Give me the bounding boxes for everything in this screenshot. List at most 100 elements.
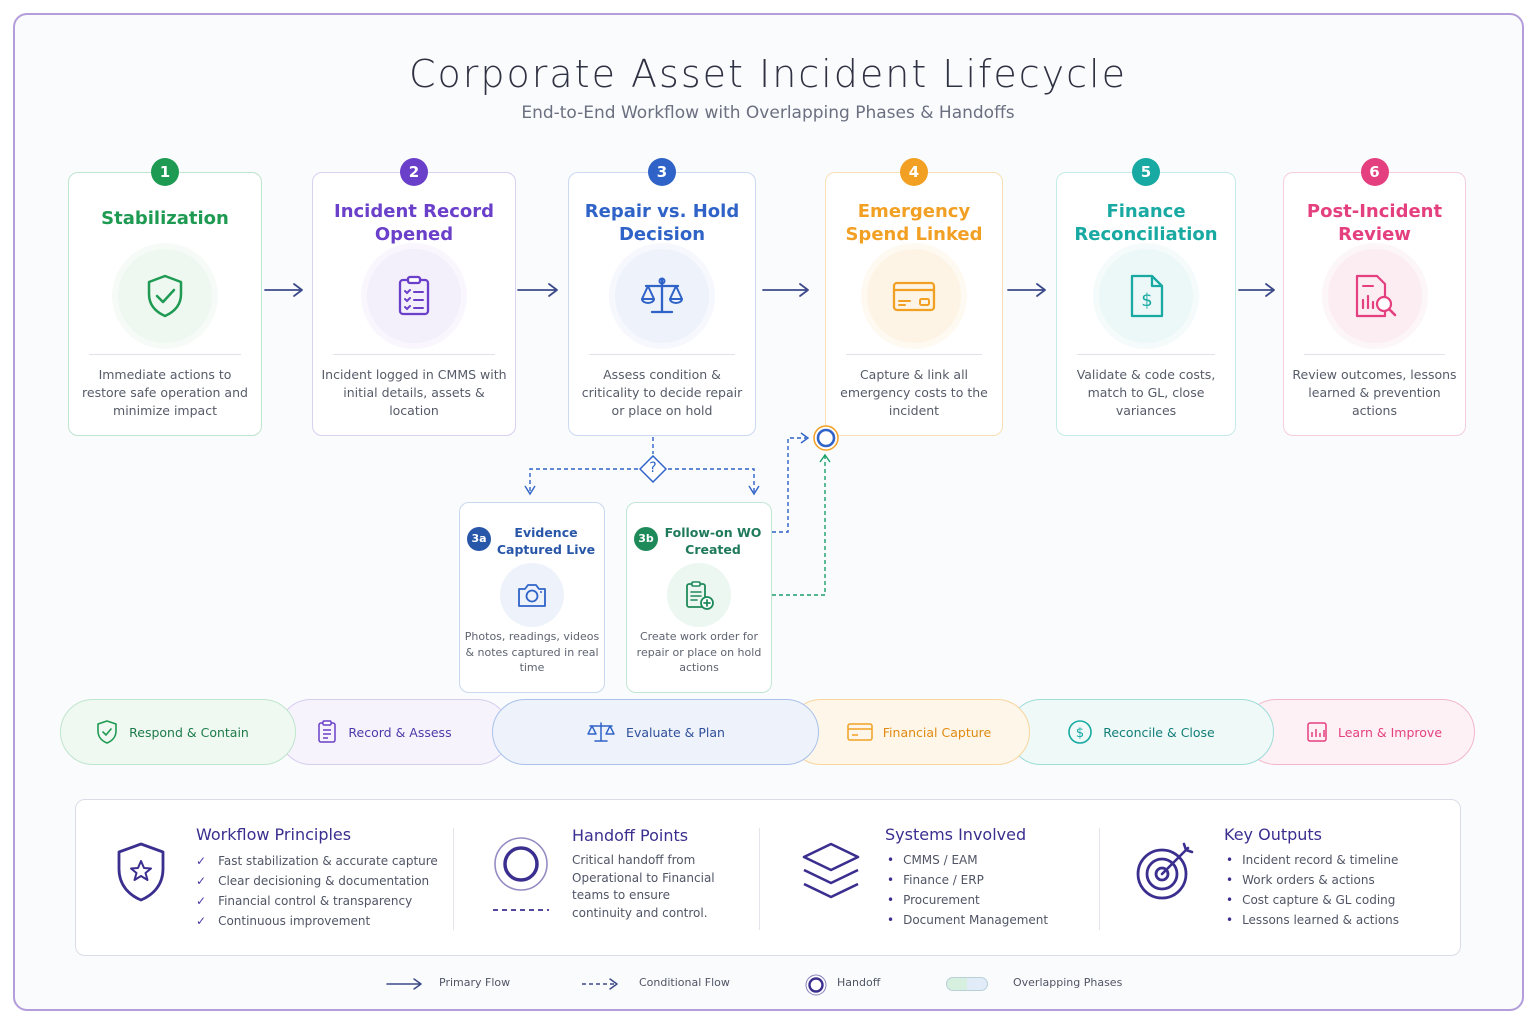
- phase-card-repair-decision: 3 Repair vs. Hold Decision Assess condit…: [568, 158, 756, 436]
- column-divider: [453, 828, 454, 930]
- list-item: Continuous improvement: [196, 911, 438, 931]
- phase-title: Stabilization: [101, 208, 229, 229]
- legend-conditional-label: Conditional Flow: [639, 976, 730, 989]
- balance-scale-icon: [615, 249, 709, 343]
- dollar-circle-icon: $: [1067, 719, 1093, 745]
- list-item: Clear decisioning & documentation: [196, 871, 438, 891]
- phase-number-badge: 6: [1360, 158, 1389, 186]
- band-label: Reconcile & Close: [1103, 724, 1215, 740]
- phase-description: Validate & code costs, match to GL, clos…: [1076, 367, 1216, 418]
- target-icon: [1136, 842, 1194, 900]
- list-item: Financial control & transparency: [196, 891, 438, 911]
- list-item: Procurement: [887, 890, 1048, 910]
- legend-handoff-label: Handoff: [837, 976, 881, 989]
- clipboard-checklist-icon: [367, 249, 461, 343]
- subphase-description: Create work order for repair or place on…: [636, 630, 762, 674]
- outputs-list: Incident record & timeline Work orders &…: [1226, 850, 1399, 930]
- phase-title: Incident Record Opened: [334, 201, 494, 245]
- band-label: Respond & Contain: [129, 724, 249, 740]
- subphase-number-badge: 3b: [634, 527, 658, 551]
- shield-check-icon: [118, 249, 212, 343]
- list-item: Document Management: [887, 910, 1048, 930]
- list-item: Work orders & actions: [1226, 870, 1399, 890]
- bar-chart-icon: [1306, 721, 1328, 743]
- phase-card-incident-record: 2 Incident Record Opened Incident logged…: [312, 158, 516, 436]
- shield-star-icon: [117, 842, 165, 902]
- handoff-marker-icon: [813, 425, 839, 451]
- decision-diamond: ?: [639, 455, 667, 483]
- band-pill-teal: $ Reconcile & Close: [1008, 699, 1274, 765]
- primary-flow-arrow: [1007, 283, 1046, 297]
- band-pill-blue: Evaluate & Plan: [492, 699, 819, 765]
- svg-text:$: $: [1076, 726, 1084, 741]
- primary-flow-arrow: [264, 283, 303, 297]
- subphase-title: Follow-on WO Created: [664, 525, 762, 557]
- phase-card-post-incident-review: 6 Post-Incident Review Review outcomes, …: [1283, 158, 1466, 436]
- list-item: Incident record & timeline: [1226, 850, 1399, 870]
- legend-handoff-icon: [805, 974, 827, 996]
- card-divider: [1304, 354, 1445, 355]
- list-item: CMMS / EAM: [887, 850, 1048, 870]
- decision-question-mark: ?: [649, 460, 657, 476]
- primary-flow-arrow: [762, 283, 809, 297]
- card-divider: [333, 354, 495, 355]
- band-pill-pink: Learn & Improve: [1243, 699, 1475, 765]
- phase-card-finance-reconciliation: 5 Finance Reconciliation $ Validate & co…: [1056, 158, 1236, 436]
- principles-list: Fast stabilization & accurate capture Cl…: [196, 851, 438, 931]
- page-title: Corporate Asset Incident Lifecycle: [409, 52, 1127, 96]
- subphase-title: Evidence Captured Live: [496, 525, 596, 557]
- phase-number-badge: 4: [900, 158, 928, 186]
- card-divider: [89, 354, 241, 355]
- handoff-ring-icon: [493, 837, 549, 911]
- primary-flow-arrow: [1238, 283, 1275, 297]
- phase-title: Finance Reconciliation: [1074, 201, 1218, 245]
- list-item: Fast stabilization & accurate capture: [196, 851, 438, 871]
- band-label: Financial Capture: [882, 724, 992, 740]
- phase-number-badge: 3: [648, 158, 676, 186]
- band-pill-green: Respond & Contain: [60, 699, 296, 765]
- card-divider: [846, 354, 982, 355]
- info-panel: Workflow Principles Fast stabilization &…: [75, 799, 1461, 956]
- phase-number-badge: 2: [400, 158, 428, 186]
- legend-conditional-flow-arrow: [582, 978, 618, 990]
- legend-overlap-label: Overlapping Phases: [1013, 976, 1123, 989]
- handoff-text: Critical handoff from Operational to Fin…: [572, 853, 715, 920]
- band-label: Record & Assess: [348, 724, 452, 740]
- phase-card-stabilization: 1 Stabilization Immediate actions to res…: [68, 158, 262, 436]
- phase-title: Emergency Spend Linked: [845, 201, 983, 245]
- credit-card-icon: [847, 722, 873, 742]
- outputs-title: Key Outputs: [1224, 825, 1323, 844]
- phase-title: Repair vs. Hold Decision: [584, 201, 740, 245]
- band-pill-purple: Record & Assess: [278, 699, 510, 765]
- list-item: Finance / ERP: [887, 870, 1048, 890]
- phase-description: Assess condition & criticality to decide…: [581, 367, 743, 418]
- clipboard-add-icon: [667, 563, 731, 627]
- systems-list: CMMS / EAM Finance / ERP Procurement Doc…: [887, 850, 1048, 930]
- band-pill-orange: Financial Capture: [788, 699, 1030, 765]
- legend-primary-flow-arrow: [386, 978, 422, 990]
- card-divider: [1077, 354, 1215, 355]
- legend-primary-label: Primary Flow: [439, 976, 511, 989]
- handoff-title: Handoff Points: [572, 826, 689, 845]
- list-item: Lessons learned & actions: [1226, 910, 1399, 930]
- balance-scale-icon: [586, 720, 616, 744]
- primary-flow-arrow: [517, 283, 558, 297]
- phase-number-badge: 1: [151, 158, 179, 186]
- report-search-icon: [1327, 249, 1422, 343]
- principles-title: Workflow Principles: [196, 825, 352, 844]
- phase-title: Post-Incident Review: [1306, 201, 1443, 245]
- subphase-card-follow-on-wo: 3b Follow-on WO Created Create work orde…: [626, 502, 772, 693]
- column-divider: [1099, 828, 1100, 930]
- column-divider: [759, 828, 760, 930]
- list-item: Cost capture & GL coding: [1226, 890, 1399, 910]
- credit-card-icon: [867, 249, 961, 343]
- camera-icon: [500, 563, 564, 627]
- phase-description: Capture & link all emergency costs to th…: [840, 367, 988, 418]
- svg-text:$: $: [1141, 290, 1152, 311]
- phase-description: Incident logged in CMMS with initial det…: [321, 367, 507, 418]
- systems-title: Systems Involved: [885, 825, 1027, 844]
- phase-number-badge: 5: [1132, 158, 1160, 186]
- phase-description: Review outcomes, lessons learned & preve…: [1292, 367, 1457, 418]
- dollar-document-icon: $: [1099, 249, 1193, 343]
